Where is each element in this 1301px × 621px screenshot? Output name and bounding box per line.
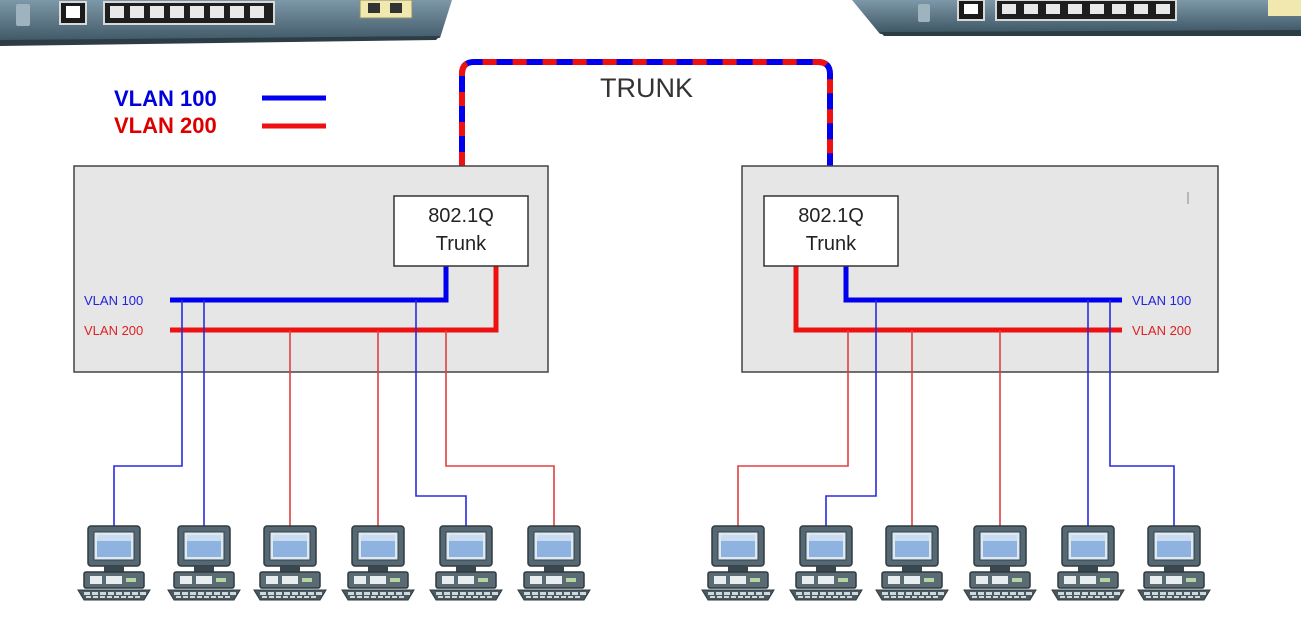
left-hardware-switch-image — [0, 0, 452, 46]
left-vlan100-bus — [170, 266, 449, 303]
left-host-3-computer-icon — [253, 525, 327, 601]
left-host-6-computer-icon — [517, 525, 591, 601]
right-vlan100-port-label: VLAN 100 — [1132, 293, 1191, 308]
right-vlan200-port-label: VLAN 200 — [1132, 323, 1191, 338]
right-trunk-box-line1: 802.1Q — [798, 205, 864, 227]
right-vlan200-bus — [793, 266, 1122, 333]
left-host-5-cable — [415, 300, 467, 530]
legend-vlan100-label: VLAN 100 — [114, 86, 217, 111]
right-host-6-computer-icon — [1137, 525, 1211, 601]
left-host-5-computer-icon — [429, 525, 503, 601]
left-vlan200-port-label: VLAN 200 — [84, 323, 143, 338]
left-host-6-cable — [445, 330, 555, 530]
right-host-6-cable — [1109, 300, 1175, 530]
left-host-cables — [113, 300, 555, 530]
trunk-link: TRUNK — [459, 59, 833, 196]
legend-vlan200-label: VLAN 200 — [114, 113, 217, 138]
legend: VLAN 100 VLAN 200 — [114, 86, 326, 138]
right-switch: 802.1Q Trunk VLAN 100 VLAN 200 — [741, 165, 1219, 373]
left-trunk-box — [393, 195, 529, 267]
left-trunk-box-line1: 802.1Q — [428, 205, 494, 227]
left-host-1-computer-icon — [77, 525, 151, 601]
right-host-5-computer-icon — [1051, 525, 1125, 601]
left-host-1-cable — [113, 300, 183, 530]
left-host-4-computer-icon — [341, 525, 415, 601]
right-host-2-computer-icon — [789, 525, 863, 601]
right-host-1-computer-icon — [701, 525, 775, 601]
right-host-1-cable — [737, 330, 849, 530]
right-trunk-box — [763, 195, 899, 267]
left-switch: 802.1Q Trunk VLAN 100 VLAN 200 — [73, 165, 549, 373]
left-host-2-computer-icon — [167, 525, 241, 601]
right-host-cables — [737, 300, 1175, 530]
left-vlan200-bus — [170, 266, 499, 333]
right-host-2-cable — [825, 300, 877, 530]
trunk-label: TRUNK — [600, 73, 693, 103]
left-vlan100-port-label: VLAN 100 — [84, 293, 143, 308]
hosts — [77, 525, 1211, 601]
right-trunk-box-line2: Trunk — [806, 233, 857, 255]
left-trunk-box-line2: Trunk — [436, 233, 487, 255]
right-host-3-computer-icon — [875, 525, 949, 601]
right-vlan100-bus — [843, 266, 1122, 303]
right-hardware-switch-image — [852, 0, 1301, 36]
right-host-4-computer-icon — [963, 525, 1037, 601]
